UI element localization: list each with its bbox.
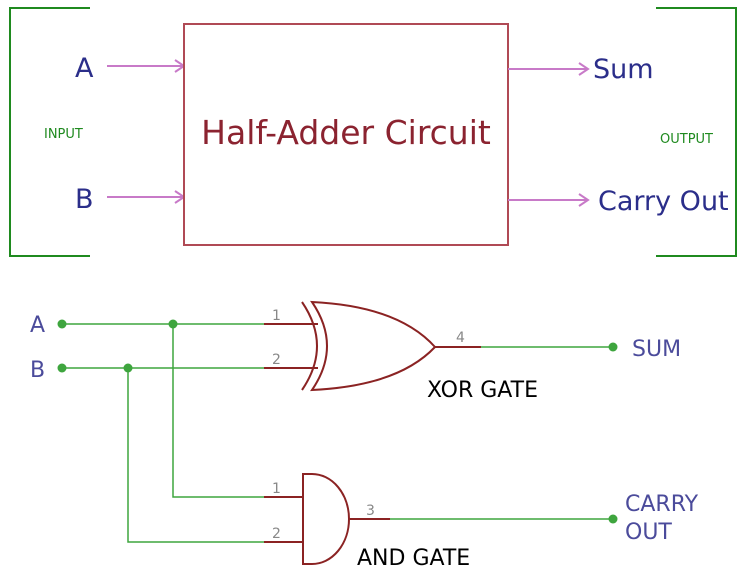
input-bracket — [9, 7, 90, 257]
xor-gate-label: XOR GATE — [427, 378, 538, 403]
block-carry-out-label: Carry Out — [598, 186, 729, 217]
and-pin-3: 3 — [366, 503, 375, 519]
schematic-carry-label-line2: OUT — [625, 520, 672, 545]
xor-gate — [264, 300, 481, 392]
sum-terminal — [608, 342, 618, 352]
input-group-label: INPUT — [44, 127, 83, 142]
wires — [62, 323, 613, 543]
block-input-a-label: A — [75, 53, 94, 84]
input-a-arrow — [107, 59, 186, 73]
and-pin-2: 2 — [272, 526, 281, 542]
schematic-carry-label-line1: CARRY — [625, 492, 699, 517]
carry-output-arrow — [508, 193, 590, 207]
schematic-input-a-label: A — [30, 313, 45, 338]
and-pin-1: 1 — [272, 481, 281, 497]
wire-a-to-and — [172, 324, 264, 498]
input-b-arrow — [107, 190, 186, 204]
block-input-b-label: B — [75, 184, 94, 215]
junction-b — [123, 363, 133, 373]
half-adder-title: Half-Adder Circuit — [201, 113, 491, 152]
half-adder-box — [183, 23, 509, 246]
and-gate — [264, 473, 390, 565]
wire-b-to-and — [127, 368, 264, 543]
and-gate-label: AND GATE — [357, 546, 470, 571]
junction-a — [168, 319, 178, 329]
input-a-terminal — [57, 319, 67, 329]
input-b-terminal — [57, 363, 67, 373]
output-bracket — [656, 7, 737, 257]
xor-pin-1: 1 — [272, 308, 281, 324]
output-group-label: OUTPUT — [660, 132, 713, 147]
sum-output-arrow — [508, 62, 590, 76]
xor-pin-2: 2 — [272, 352, 281, 368]
schematic-input-b-label: B — [30, 358, 45, 383]
gate-schematic: A B — [30, 300, 699, 571]
schematic-sum-label: SUM — [632, 337, 681, 362]
junction-dots — [57, 319, 618, 524]
xor-pin-4: 4 — [456, 330, 465, 346]
block-sum-label: Sum — [593, 54, 654, 85]
block-diagram: INPUT OUTPUT A B Half-Adder Circuit Su — [9, 7, 737, 257]
carry-terminal — [608, 514, 618, 524]
